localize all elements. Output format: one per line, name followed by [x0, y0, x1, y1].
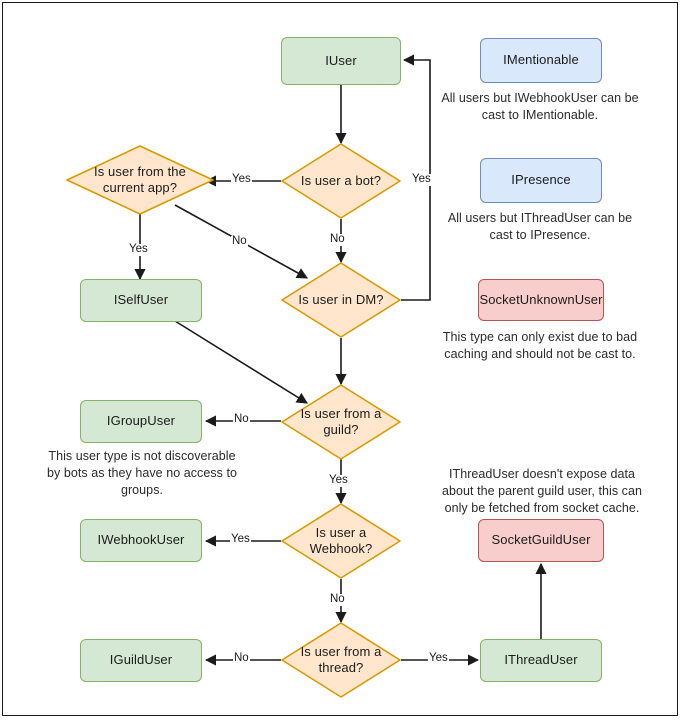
edge-label-fromapp-no: No — [231, 235, 248, 248]
node-socketunknownuser-label: SocketUnknownUser — [479, 291, 603, 307]
node-igroupuser[interactable]: IGroupUser — [80, 400, 202, 443]
node-iuser[interactable]: IUser — [281, 37, 401, 85]
note-ipresence: All users but IThreadUser can be cast to… — [447, 211, 633, 242]
edge-label-isbot-yes: Yes — [231, 173, 252, 186]
decision-from-current-app[interactable]: Is user from the current app? — [66, 145, 214, 215]
decision-from-thread[interactable]: Is user from a thread? — [281, 622, 401, 698]
edge-label-iswebhook-no: No — [329, 593, 346, 606]
decision-in-dm-label: Is user in DM? — [298, 291, 384, 307]
edge-label-fromthread-yes: Yes — [428, 652, 449, 665]
decision-from-current-app-label: Is user from the current app? — [94, 163, 186, 195]
node-socketguilduser-label: SocketGuildUser — [491, 532, 591, 548]
node-ithreaduser-label: IThreadUser — [504, 652, 578, 668]
edge-label-fromapp-yes: Yes — [128, 243, 149, 256]
note-igroupuser: This user type is not discoverable by bo… — [47, 449, 237, 497]
node-iguilduser[interactable]: IGuildUser — [80, 639, 202, 682]
node-igroupuser-label: IGroupUser — [106, 413, 176, 429]
node-iuser-label: IUser — [325, 52, 357, 68]
node-imentionable[interactable]: IMentionable — [480, 38, 602, 83]
node-iwebhookuser-label: IWebhookUser — [97, 532, 185, 548]
node-iwebhookuser[interactable]: IWebhookUser — [80, 519, 202, 562]
node-socketunknownuser[interactable]: SocketUnknownUser — [478, 279, 604, 321]
edge-label-iswebhook-yes: Yes — [230, 533, 251, 546]
decision-is-bot-label: Is user a bot? — [300, 172, 382, 188]
node-iselfuser[interactable]: ISelfUser — [80, 279, 202, 322]
edge-label-fromthread-no: No — [233, 652, 250, 665]
node-iguilduser-label: IGuildUser — [109, 652, 173, 668]
edge-iselfuser-to-fromguild — [174, 320, 308, 404]
decision-in-dm[interactable]: Is user in DM? — [281, 262, 401, 338]
note-socketguilduser: IThreadUser doesn't expose data about th… — [442, 467, 642, 515]
note-imentionable: All users but IWebhookUser can be cast t… — [441, 91, 639, 122]
edge-label-fromguild-yes: Yes — [328, 474, 349, 487]
node-imentionable-label: IMentionable — [503, 52, 579, 68]
node-ithreaduser[interactable]: IThreadUser — [480, 639, 602, 682]
edge-label-isbot-no: No — [329, 233, 346, 246]
node-iselfuser-label: ISelfUser — [113, 292, 169, 308]
decision-from-guild-label: Is user from a guild? — [300, 405, 382, 437]
decision-is-webhook[interactable]: Is user a Webhook? — [281, 503, 401, 579]
note-socketunknownuser: This type can only exist due to bad cach… — [442, 330, 638, 361]
node-ipresence-label: IPresence — [511, 172, 571, 188]
node-ipresence[interactable]: IPresence — [480, 158, 602, 203]
edge-label-indm-yes: Yes — [411, 173, 432, 186]
decision-is-bot[interactable]: Is user a bot? — [281, 143, 401, 219]
decision-is-webhook-label: Is user a Webhook? — [309, 524, 373, 556]
edge-label-fromguild-no: No — [233, 413, 250, 426]
node-socketguilduser[interactable]: SocketGuildUser — [478, 519, 604, 562]
decision-from-thread-label: Is user from a thread? — [300, 643, 382, 675]
decision-from-guild[interactable]: Is user from a guild? — [281, 384, 401, 460]
